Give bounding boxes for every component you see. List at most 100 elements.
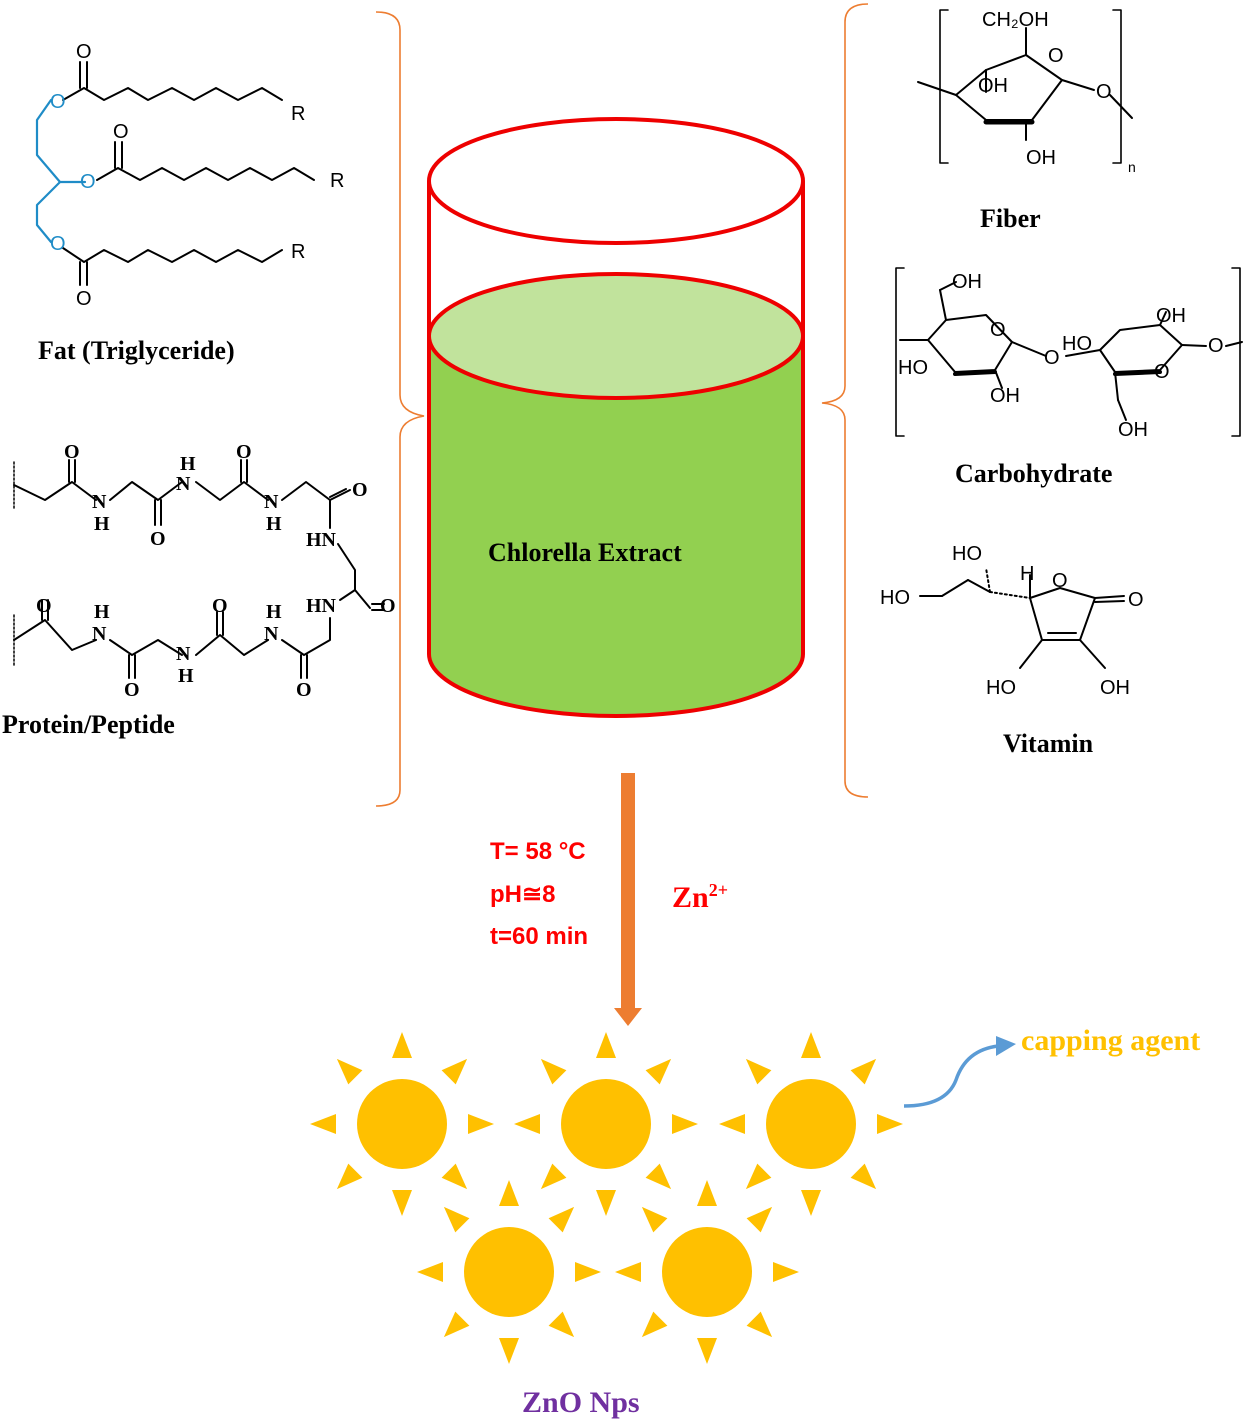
atom-o: O <box>113 121 129 143</box>
nanoparticle-ray <box>719 1114 745 1134</box>
fiber-label: Fiber <box>980 204 1041 233</box>
nanoparticle-ray <box>850 1058 877 1085</box>
temperature-condition: T= 58 °C <box>490 838 586 865</box>
reaction-arrow <box>614 773 642 1026</box>
nanoparticle-ray <box>697 1338 717 1364</box>
nanoparticle-core <box>464 1227 554 1317</box>
nanoparticle-core <box>662 1227 752 1317</box>
atom-h: H <box>178 665 194 687</box>
atom-n: N <box>264 491 279 513</box>
nanoparticle-core <box>357 1079 447 1169</box>
group-ho: HO <box>952 543 982 565</box>
group-oh: OH <box>1118 419 1148 441</box>
atom-h: H <box>94 513 110 535</box>
vitamin-structure: HO H O HO O HO OH <box>880 543 1144 699</box>
zinc-ion-label: Zn2+ <box>672 880 728 915</box>
atom-o: O <box>64 441 80 463</box>
nanoparticle-ray <box>615 1262 641 1282</box>
atom-h: H <box>266 601 282 623</box>
nanoparticle-ray <box>801 1190 821 1216</box>
atom-h: H <box>94 601 110 623</box>
right-bracket <box>821 3 869 798</box>
atom-o: O <box>236 441 252 463</box>
group-ch2oh: CH₂OH <box>982 9 1049 31</box>
atom-o: O <box>352 479 368 501</box>
group-oh: OH <box>990 385 1020 407</box>
nanoparticle-ray <box>548 1311 575 1338</box>
nanoparticle-ray <box>540 1058 567 1085</box>
nanoparticle-core <box>766 1079 856 1169</box>
zno-nanoparticle <box>719 1032 903 1216</box>
nanoparticle-ray <box>468 1114 494 1134</box>
group-oh: OH <box>1156 305 1186 327</box>
nanoparticle-ray <box>641 1206 668 1233</box>
liquid-body <box>429 336 803 716</box>
zno-nanoparticle <box>514 1032 698 1216</box>
group-oh: OH <box>978 75 1008 97</box>
atom-r: R <box>291 241 305 263</box>
nanoparticles <box>310 1032 903 1364</box>
nanoparticle-ray <box>641 1311 668 1338</box>
time-condition: t=60 min <box>490 923 589 950</box>
atom-o: O <box>1154 361 1170 383</box>
zno-nanoparticle <box>310 1032 494 1216</box>
product-label: ZnO Nps <box>522 1386 640 1419</box>
atom-n: N <box>92 623 107 645</box>
atom-n: N <box>176 643 191 665</box>
nanoparticle-ray <box>645 1058 672 1085</box>
atom-h: H <box>180 453 196 475</box>
atom-o: O <box>1128 589 1144 611</box>
atom-o: O <box>1052 570 1068 592</box>
triglyceride-structure: O O R O O R O R O <box>35 41 344 310</box>
group-ho: HO <box>1062 333 1092 355</box>
zinc-charge: 2+ <box>708 880 728 900</box>
group-ho: HO <box>986 677 1016 699</box>
nanoparticle-ray <box>596 1032 616 1058</box>
group-ho: HO <box>880 587 910 609</box>
atom-o: O <box>76 41 92 63</box>
atom-n: N <box>92 491 107 513</box>
nanoparticle-ray <box>773 1262 799 1282</box>
atom-hn: HN <box>306 529 337 551</box>
carbohydrate-structure: OH OH O HO O O HO O OH OH <box>895 267 1243 441</box>
capping-arrowhead <box>996 1036 1016 1056</box>
extract-label: Chlorella Extract <box>488 538 682 567</box>
zno-nanoparticle <box>417 1180 601 1364</box>
atom-o: O <box>150 528 166 550</box>
nanoparticle-ray <box>392 1032 412 1058</box>
nanoparticle-ray <box>745 1163 772 1190</box>
protein-label: Protein/Peptide <box>2 710 175 739</box>
nanoparticle-ray <box>310 1114 336 1134</box>
nanoparticle-ray <box>850 1163 877 1190</box>
atom-o: O <box>80 171 96 193</box>
nanoparticle-ray <box>672 1114 698 1134</box>
beaker-bottom <box>427 653 805 718</box>
nanoparticle-ray <box>540 1163 567 1190</box>
nanoparticle-ray <box>697 1180 717 1206</box>
vitamin-label: Vitamin <box>1003 729 1094 758</box>
subscript-n: n <box>1128 159 1136 175</box>
nanoparticle-ray <box>548 1206 575 1233</box>
group-ho: HO <box>898 357 928 379</box>
beaker <box>427 117 805 718</box>
atom-n: N <box>264 623 279 645</box>
nanoparticle-ray <box>441 1163 468 1190</box>
nanoparticle-ray <box>645 1163 672 1190</box>
carbohydrate-label: Carbohydrate <box>955 459 1113 488</box>
nanoparticle-ray <box>746 1311 773 1338</box>
nanoparticle-ray <box>336 1163 363 1190</box>
capping-arrow <box>903 1044 999 1108</box>
zinc-symbol: Zn <box>672 881 709 914</box>
capping-agent-label: capping agent <box>1021 1024 1201 1057</box>
atom-o: O <box>76 288 92 310</box>
nanoparticle-ray <box>417 1262 443 1282</box>
atom-o: O <box>36 595 52 617</box>
atom-o: O <box>1096 81 1112 103</box>
atom-o: O <box>380 595 396 617</box>
atom-o: O <box>50 91 66 113</box>
beaker-rim <box>427 117 805 245</box>
atom-o: O <box>296 679 312 701</box>
nanoparticle-ray <box>499 1180 519 1206</box>
atom-n: N <box>176 473 191 495</box>
